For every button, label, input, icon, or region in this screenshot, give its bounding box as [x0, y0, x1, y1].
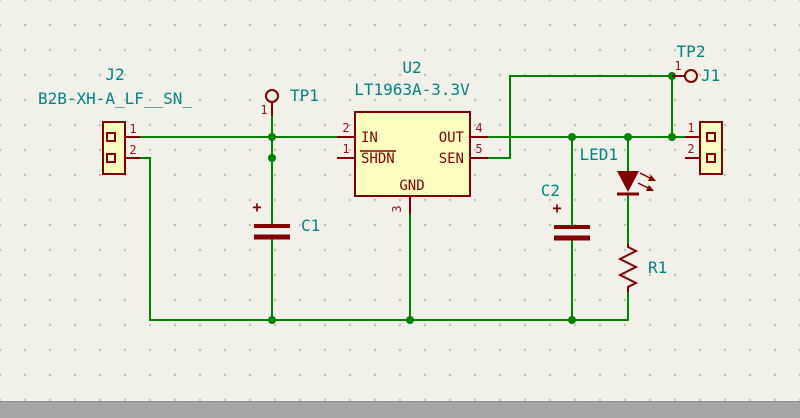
junction-dot[interactable]	[624, 133, 632, 141]
j1-pin1-pad	[706, 132, 716, 142]
j2-pin1-number: 1	[129, 122, 136, 136]
led1-emission-arrowhead	[646, 185, 654, 191]
component-j1[interactable]: J1 1 2	[685, 66, 723, 175]
junction-dot[interactable]	[668, 133, 676, 141]
grid-dots	[0, 0, 800, 402]
junction-dot[interactable]	[268, 133, 276, 141]
c2-polarity-mark: +	[552, 199, 561, 217]
j1-pin1-number: 1	[687, 121, 694, 135]
j2-pin2-number: 2	[129, 143, 136, 157]
r1-zigzag[interactable]	[617, 244, 639, 292]
component-c2[interactable]: + C2	[541, 181, 590, 241]
tp1-pin1-number: 1	[260, 103, 267, 117]
led1-emission-arrowhead	[648, 175, 656, 181]
component-led1[interactable]: LED1	[579, 145, 656, 196]
component-r1[interactable]: R1	[617, 244, 667, 292]
c1-polarity-mark: +	[252, 198, 261, 216]
u2-reference[interactable]: U2	[402, 58, 421, 77]
component-c1[interactable]: + C1	[252, 198, 320, 240]
u2-pinnum-sen: 5	[475, 142, 482, 156]
u2-pinname-sen: SEN	[439, 151, 464, 167]
r1-reference[interactable]: R1	[648, 258, 667, 277]
u2-pinnum-gnd: 3	[390, 205, 404, 212]
u2-pinnum-in: 2	[342, 121, 349, 135]
junctions	[268, 72, 676, 324]
led1-triangle[interactable]	[617, 171, 639, 192]
j1-reference[interactable]: J1	[701, 66, 720, 85]
j1-body[interactable]	[699, 121, 723, 175]
junction-dot[interactable]	[568, 316, 576, 324]
j1-pin2-pad	[706, 153, 716, 163]
tp2-pin1-number: 1	[674, 59, 681, 73]
component-u2[interactable]: U2 LT1963A-3.3V IN SHDN OUT SEN GND 2 1 …	[337, 58, 488, 214]
component-j2[interactable]: J2 B2B-XH-A_LF__SN_ 1 2	[38, 65, 192, 175]
j1-pin2-number: 2	[687, 142, 694, 156]
tp1-reference[interactable]: TP1	[290, 86, 319, 105]
u2-pinname-gnd: GND	[399, 178, 424, 194]
junction-dot[interactable]	[268, 316, 276, 324]
tp2-reference[interactable]: TP2	[677, 42, 706, 61]
wires	[139, 75, 686, 321]
u2-pinname-out: OUT	[439, 130, 465, 146]
u2-value[interactable]: LT1963A-3.3V	[354, 80, 470, 99]
j2-value[interactable]: B2B-XH-A_LF__SN_	[38, 89, 192, 108]
window-bottom-bar	[0, 401, 800, 418]
c1-reference[interactable]: C1	[301, 216, 320, 235]
j2-pin1-pad	[106, 132, 116, 142]
led1-reference[interactable]: LED1	[579, 145, 618, 164]
u2-pinname-in: IN	[361, 130, 378, 146]
j2-reference[interactable]: J2	[105, 65, 124, 84]
u2-pinname-shdn: SHDN	[361, 151, 395, 167]
u2-pinnum-shdn: 1	[342, 142, 349, 156]
junction-dot[interactable]	[568, 133, 576, 141]
junction-dot[interactable]	[268, 154, 276, 162]
u2-body[interactable]	[354, 111, 471, 197]
tp2-pad[interactable]	[684, 69, 698, 83]
wire-sen-to-tp2[interactable]	[487, 75, 673, 159]
j2-body[interactable]	[102, 121, 126, 175]
component-tp2[interactable]: TP2 1	[672, 42, 706, 83]
c2-reference[interactable]: C2	[541, 181, 560, 200]
u2-pinnum-out: 4	[475, 121, 482, 135]
component-tp1[interactable]: TP1 1	[260, 86, 319, 117]
junction-dot[interactable]	[406, 316, 414, 324]
j2-pin2-pad	[106, 153, 116, 163]
wire-j2-pin2-to-gnd-rail[interactable]	[139, 157, 151, 321]
